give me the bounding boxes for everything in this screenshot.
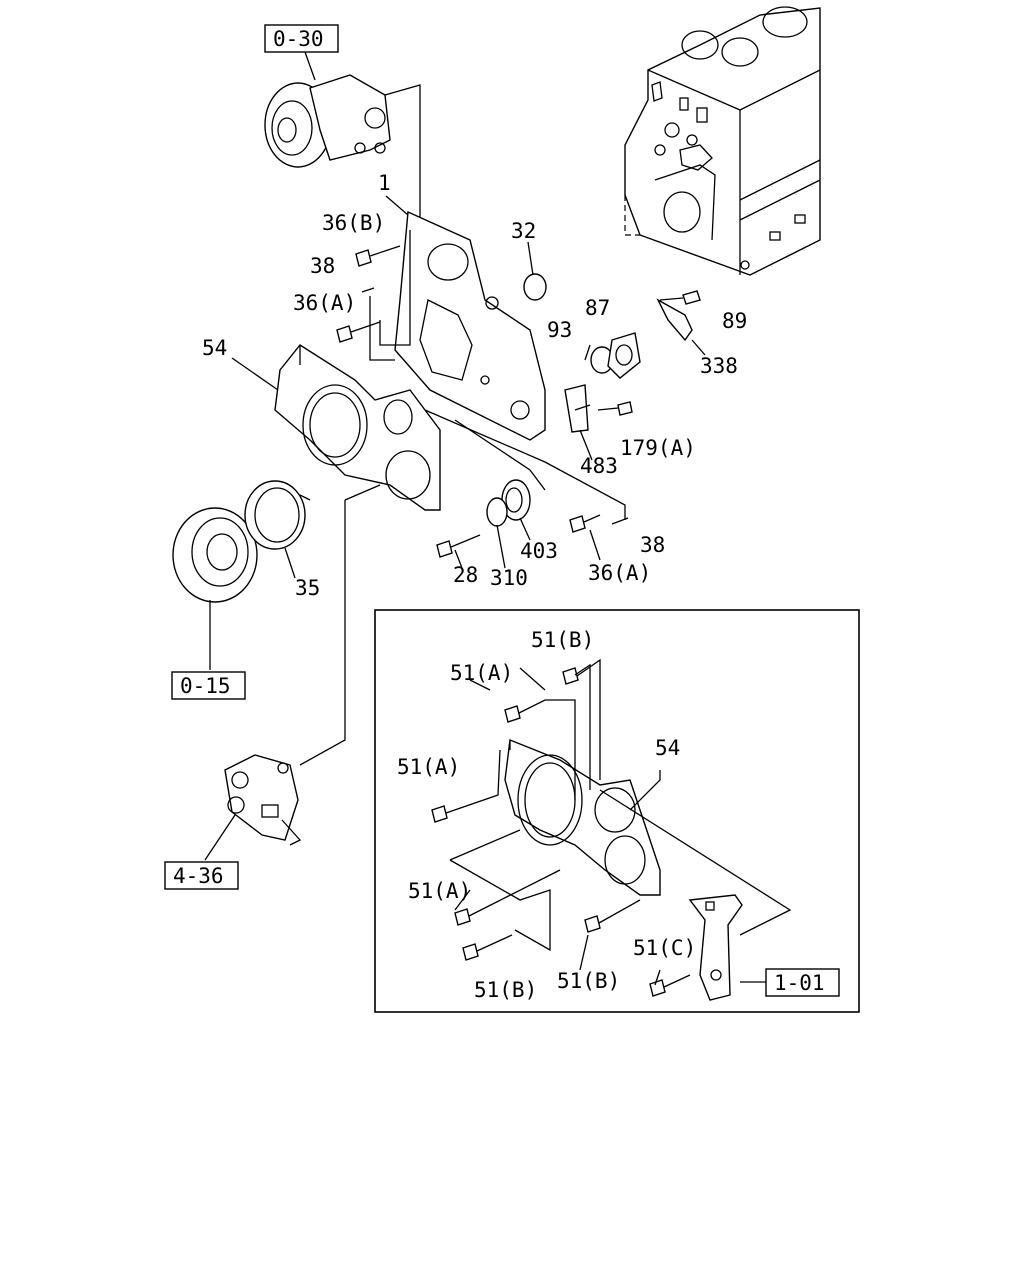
inset-label-51b-top: 51(B) xyxy=(531,628,594,652)
label-338: 338 xyxy=(700,354,738,378)
inset-label-54: 54 xyxy=(655,736,680,760)
svg-text:0-30: 0-30 xyxy=(273,27,324,51)
timing-gasket xyxy=(394,210,546,441)
crank-pulley xyxy=(172,507,258,670)
crank-gear xyxy=(486,479,531,569)
label-38-low: 38 xyxy=(640,533,665,557)
oil-seal xyxy=(244,480,306,579)
o-ring-32 xyxy=(523,241,547,301)
label-310: 310 xyxy=(490,566,528,590)
label-1: 1 xyxy=(378,171,391,195)
inset-label-51b-left: 51(B) xyxy=(474,978,537,1002)
inset-label-51a-2: 51(A) xyxy=(397,755,460,779)
pump-assembly xyxy=(204,500,346,861)
label-54: 54 xyxy=(202,336,227,360)
bracket-338 xyxy=(656,298,706,356)
bolt-89 xyxy=(659,290,701,305)
label-89: 89 xyxy=(722,309,747,333)
bolt-179a xyxy=(597,401,633,416)
bracket-483 xyxy=(564,384,593,461)
label-36a-top: 36(A) xyxy=(293,291,356,315)
label-32: 32 xyxy=(511,219,536,243)
svg-text:4-36: 4-36 xyxy=(173,864,224,888)
label-179a: 179(A) xyxy=(620,436,696,460)
label-35: 35 xyxy=(295,576,320,600)
inset-label-51a-1: 51(A) xyxy=(450,661,513,685)
reference-box-0-30[interactable]: 0-30 xyxy=(264,24,339,53)
water-pump xyxy=(264,51,421,360)
assembly-lines xyxy=(231,230,626,520)
bolt-28 xyxy=(436,534,481,569)
bolt-36a-top xyxy=(336,321,381,343)
label-483: 483 xyxy=(580,454,618,478)
reference-box-1-01[interactable]: 1-01 xyxy=(765,968,840,997)
label-403: 403 xyxy=(520,539,558,563)
reference-box-0-15[interactable]: 0-15 xyxy=(171,671,246,700)
svg-text:1-01: 1-01 xyxy=(774,971,825,995)
label-28: 28 xyxy=(453,563,478,587)
label-38-top: 38 xyxy=(310,254,335,278)
svg-text:0-15: 0-15 xyxy=(180,674,231,698)
reference-box-4-36[interactable]: 4-36 xyxy=(164,861,239,890)
pin-38-top xyxy=(361,287,375,293)
inset-label-51c: 51(C) xyxy=(633,936,696,960)
bolt-36a-low xyxy=(569,514,601,561)
engine-block xyxy=(624,6,821,276)
label-93: 93 xyxy=(547,318,572,342)
inset-label-51b-mid: 51(B) xyxy=(557,969,620,993)
inset-label-51a-3: 51(A) xyxy=(408,879,471,903)
front-cover xyxy=(274,344,441,511)
label-36a-low: 36(A) xyxy=(588,561,651,585)
label-36b: 36(B) xyxy=(322,211,385,235)
bolt-36b xyxy=(355,245,401,267)
label-87: 87 xyxy=(585,296,610,320)
detail-inset xyxy=(374,609,860,1013)
flange-87 xyxy=(607,332,641,379)
